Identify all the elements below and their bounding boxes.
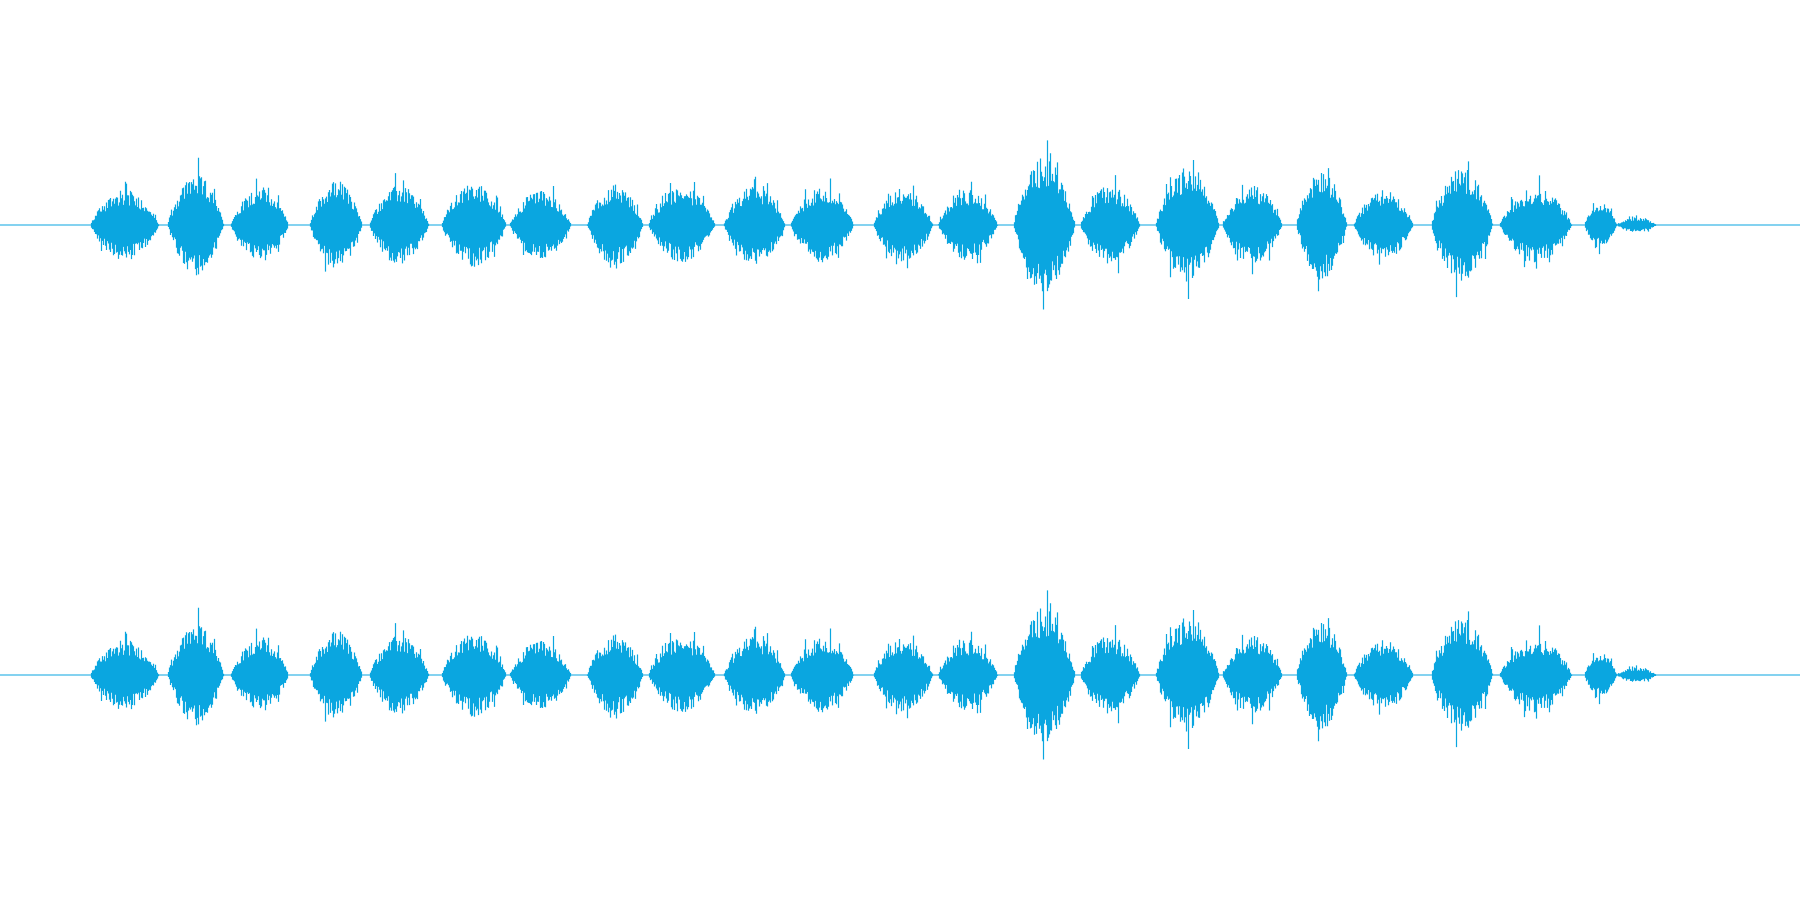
- waveform-signal: [90, 590, 1657, 760]
- waveform-channel-top: [0, 140, 1800, 310]
- waveform-signal: [90, 140, 1657, 310]
- waveform-channel-bottom: [0, 590, 1800, 760]
